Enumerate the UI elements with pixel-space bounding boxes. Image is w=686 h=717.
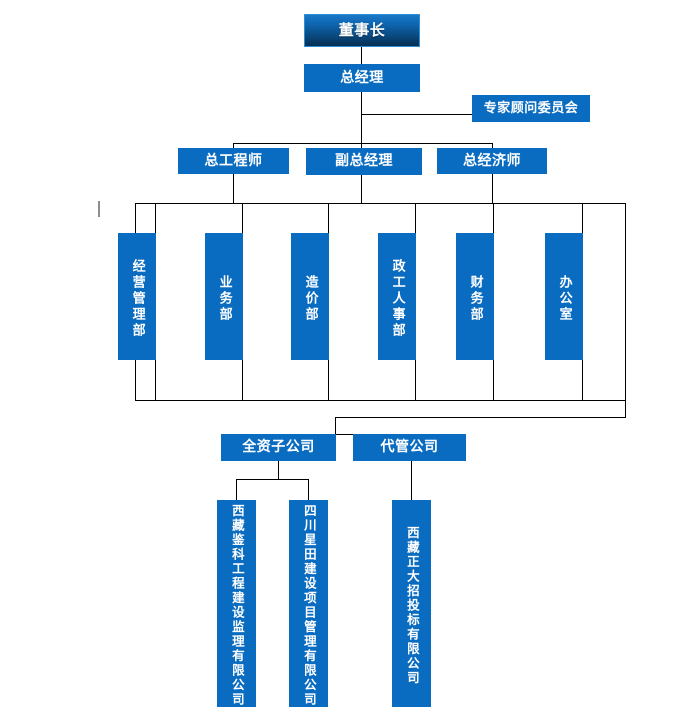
node-managed-company-group[interactable]: 代管公司 <box>353 434 466 461</box>
connector-dept-3-top <box>328 203 329 233</box>
department-box-5[interactable]: 财务部 <box>456 233 494 360</box>
connector-dept-1-bottom <box>155 360 156 401</box>
connector-dept-2-top <box>242 203 243 233</box>
connector-dept-2-bottom <box>242 360 243 401</box>
node-chief-economist[interactable]: 总经济师 <box>437 148 547 174</box>
department-frame-bottom-rail <box>135 400 626 401</box>
node-deputy-general-manager[interactable]: 副总经理 <box>306 148 422 175</box>
connector-chief-economist-down <box>492 174 493 203</box>
connector-group1-bus <box>236 479 308 480</box>
department-frame-top-rail <box>135 203 626 204</box>
connector-company-bus-drop <box>335 417 336 434</box>
connector-dept-4-top <box>415 203 416 233</box>
connector-level3-bus <box>233 143 492 144</box>
connector-sub2-drop <box>308 479 309 500</box>
node-chairman[interactable]: 董事长 <box>304 14 420 47</box>
node-chief-engineer[interactable]: 总工程师 <box>178 148 289 174</box>
connector-dept-3-bottom <box>328 360 329 401</box>
department-box-1[interactable]: 经营管理部 <box>118 233 156 360</box>
connector-gm-down <box>361 92 362 143</box>
connector-company-bus-riser <box>625 400 626 418</box>
connector-sub1-drop <box>236 479 237 500</box>
department-box-2[interactable]: 业务部 <box>205 233 243 360</box>
subsidiary-box-1[interactable]: 西藏鉴科工程建设监理有限公司 <box>217 500 256 707</box>
department-box-6[interactable]: 办公室 <box>545 233 583 360</box>
connector-dept-1-top <box>155 203 156 233</box>
subsidiary-box-3[interactable]: 西藏正大招投标有限公司 <box>392 500 431 707</box>
connector-dept-6-top <box>582 203 583 233</box>
connector-group1-down <box>278 461 279 479</box>
subsidiary-box-2[interactable]: 四川星田建设项目管理有限公司 <box>289 500 328 707</box>
connector-company-group-bus <box>278 434 410 435</box>
stray-mark-artifact <box>98 201 100 217</box>
department-box-3[interactable]: 造价部 <box>291 233 329 360</box>
node-wholly-owned-subsidiary-group[interactable]: 全资子公司 <box>221 434 336 461</box>
node-advisory-committee[interactable]: 专家顾问委员会 <box>472 95 590 122</box>
connector-chairman-to-gm <box>361 47 362 64</box>
connector-dept-5-top <box>493 203 494 233</box>
node-general-manager[interactable]: 总经理 <box>304 64 420 92</box>
connector-dept-6-bottom <box>582 360 583 401</box>
connector-chief-engineer-down <box>233 174 234 203</box>
department-box-4[interactable]: 政工人事部 <box>378 233 416 360</box>
department-frame-right-side <box>625 203 626 401</box>
connector-dept-4-bottom <box>415 360 416 401</box>
connector-group2-down <box>411 461 412 500</box>
connector-gm-to-advisory <box>361 114 472 115</box>
connector-dept-5-bottom <box>493 360 494 401</box>
connector-deputy-gm-down <box>361 175 362 203</box>
connector-frame-to-company-bus <box>335 417 626 418</box>
